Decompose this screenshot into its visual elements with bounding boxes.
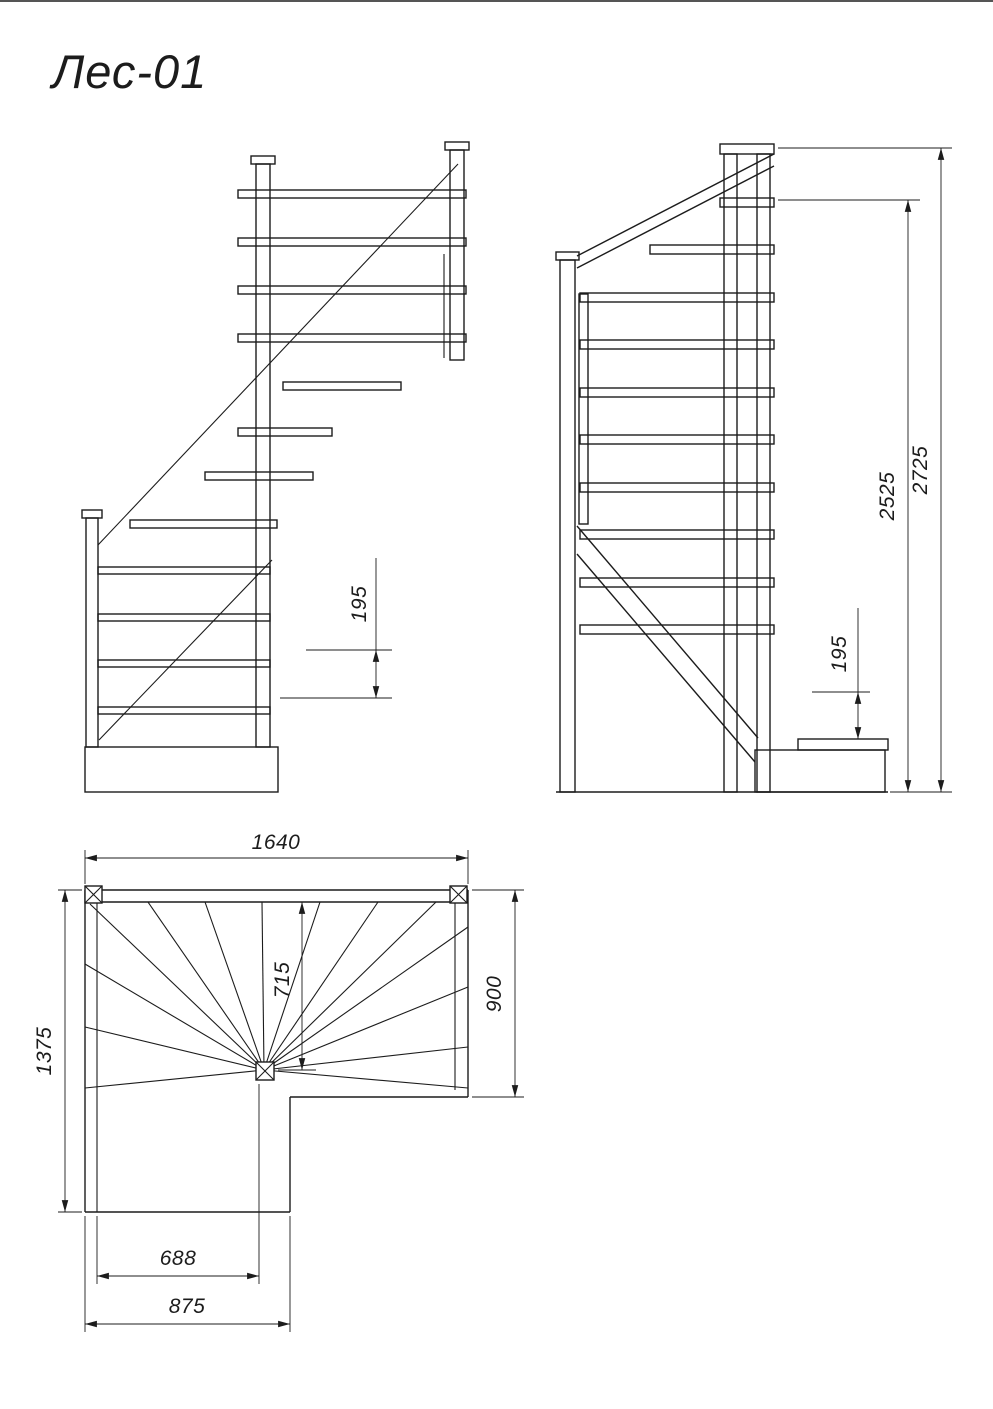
plan-center-newel-post <box>255 1061 275 1081</box>
dim-plan-step-width-outer: 875 <box>84 1216 291 1332</box>
dim-text-plan-winder-depth: 715 <box>271 962 294 999</box>
dim-text-plan-depth-right: 900 <box>483 976 506 1013</box>
front-elevation-view: 195 <box>81 141 470 793</box>
dim-text-side-height-treads: 2525 <box>876 472 899 522</box>
dim-plan-width-total: 1640 <box>84 831 469 884</box>
dim-front-riser: 195 <box>280 558 392 699</box>
dim-side-height-treads: 2525 <box>778 199 920 792</box>
dim-text-front-riser: 195 <box>348 586 371 623</box>
dim-text-plan-depth-left: 1375 <box>33 1027 56 1076</box>
dim-text-plan-step-width-inner: 688 <box>160 1247 197 1270</box>
dim-text-side-height-total: 2725 <box>909 446 932 496</box>
dim-plan-depth-right: 900 <box>472 889 524 1098</box>
dim-text-plan-step-width-outer: 875 <box>169 1295 206 1318</box>
plan-newel-post-left <box>84 885 103 904</box>
plan-newel-post-right <box>449 885 468 904</box>
drawing-title: Лес-01 <box>49 45 207 98</box>
plan-view: 1640 900 1375 715 688 <box>33 831 524 1332</box>
dim-side-height-total: 2725 <box>778 147 952 793</box>
dim-text-plan-width-total: 1640 <box>252 831 301 854</box>
dim-plan-winder-depth: 715 <box>271 902 316 1071</box>
dim-side-riser: 195 <box>812 608 870 739</box>
side-elevation-view: 195 2525 2725 <box>555 143 952 793</box>
winder-fan-lines <box>84 901 469 1089</box>
dim-text-side-riser: 195 <box>828 636 851 673</box>
dim-plan-depth-left: 1375 <box>33 889 82 1213</box>
dim-plan-step-width-inner: 688 <box>96 1084 260 1284</box>
